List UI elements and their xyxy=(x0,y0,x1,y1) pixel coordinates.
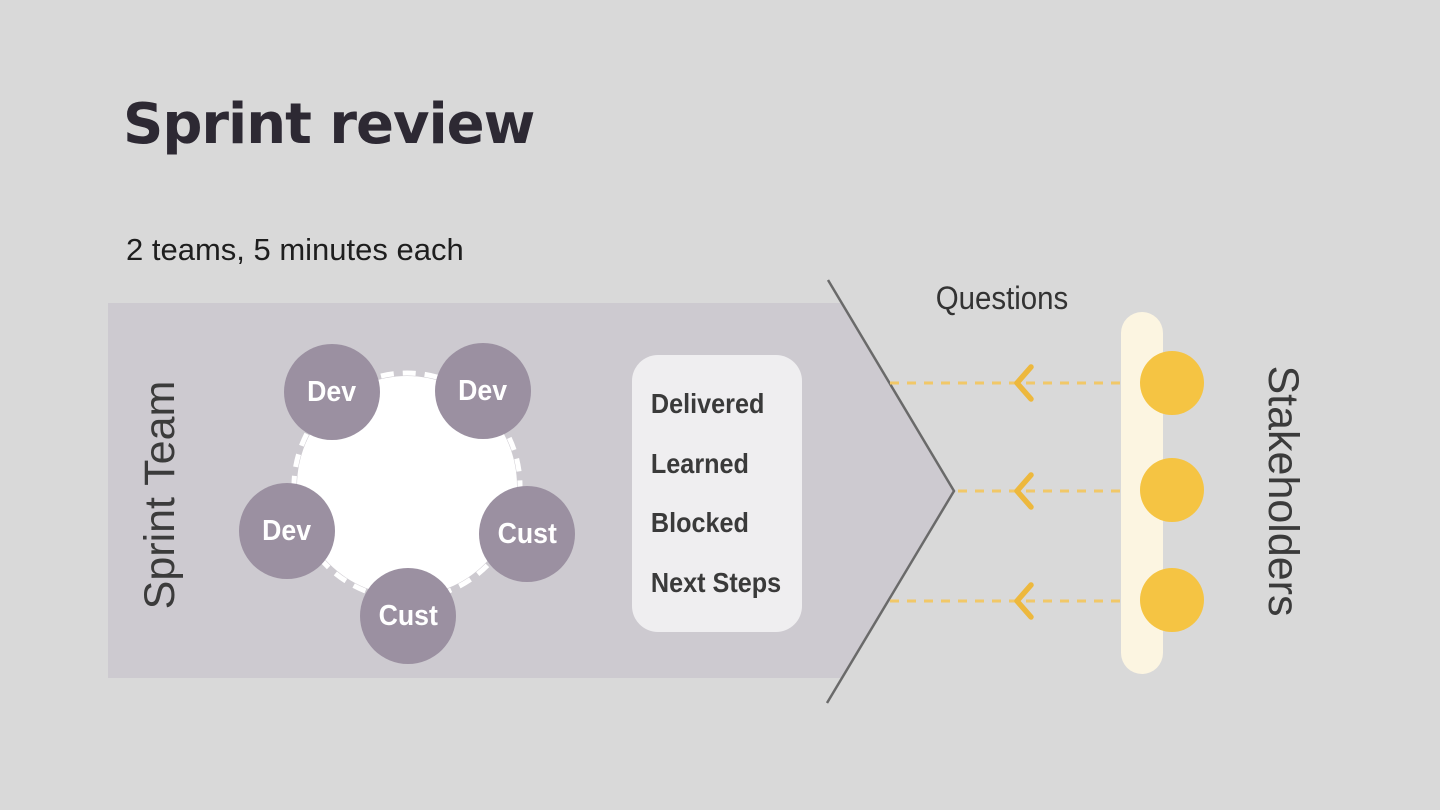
chevron-left-icon xyxy=(1014,582,1034,620)
chevron-left-icon xyxy=(1014,472,1034,510)
stakeholder-dot xyxy=(1140,568,1204,632)
agenda-item: Blocked xyxy=(650,507,749,539)
stakeholder-dot xyxy=(1140,458,1204,522)
team-member-role: Cust xyxy=(497,517,557,550)
team-member-role: Cust xyxy=(378,599,438,632)
agenda-item: Next Steps xyxy=(650,566,782,598)
page-title: Sprint review xyxy=(123,92,535,157)
team-member-circle: Dev xyxy=(239,483,335,579)
stakeholder-dot xyxy=(1140,351,1204,415)
team-member-circle: Cust xyxy=(360,568,456,664)
team-member-circle: Cust xyxy=(479,486,575,582)
agenda-item: Learned xyxy=(650,447,749,479)
agenda-card: Delivered Learned Blocked Next Steps xyxy=(632,355,802,632)
stakeholders-label: Stakeholders xyxy=(1259,365,1307,617)
chevron-outline xyxy=(825,279,956,704)
questions-label: Questions xyxy=(935,280,1069,316)
team-member-role: Dev xyxy=(262,514,312,547)
agenda-item: Delivered xyxy=(650,388,765,420)
team-member-role: Dev xyxy=(458,374,508,407)
team-member-role: Dev xyxy=(307,375,357,408)
page-subtitle: 2 teams, 5 minutes each xyxy=(126,232,464,267)
sprint-team-label: Sprint Team xyxy=(136,380,184,610)
chevron-left-icon xyxy=(1014,364,1034,402)
team-member-circle: Dev xyxy=(435,343,531,439)
team-member-circle: Dev xyxy=(284,344,380,440)
